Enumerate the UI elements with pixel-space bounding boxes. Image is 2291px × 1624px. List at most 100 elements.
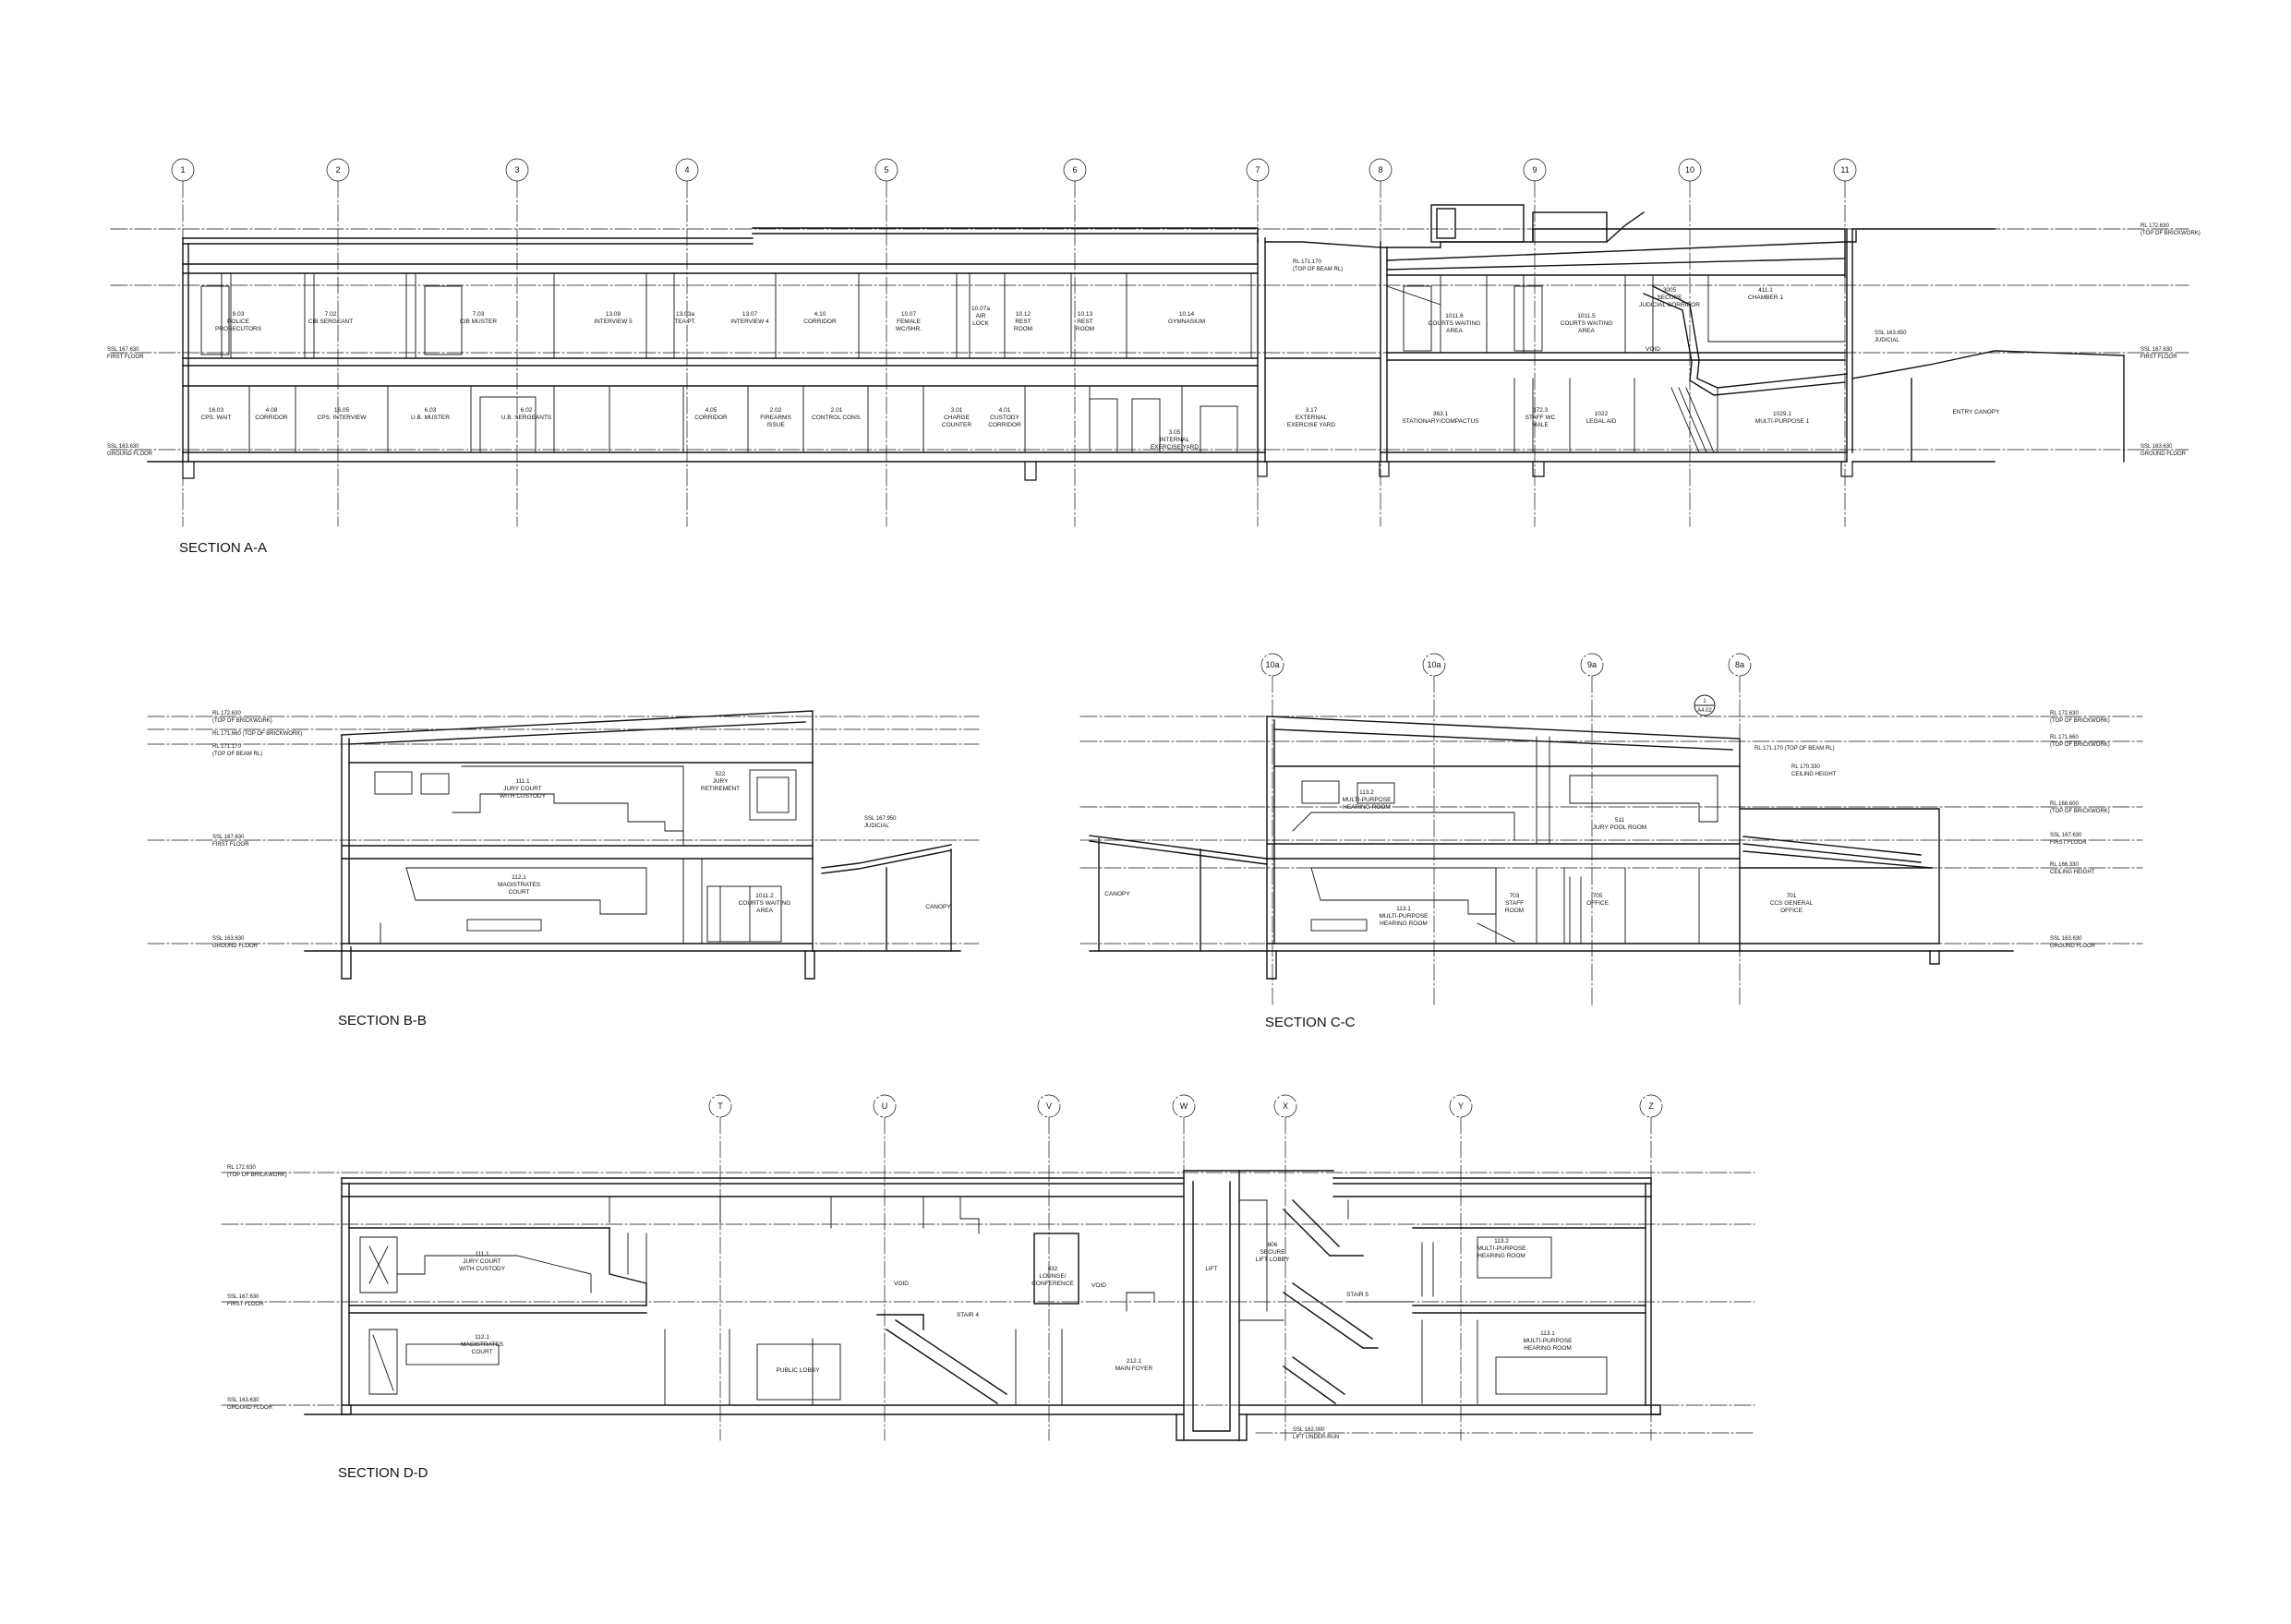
section-title: SECTION B-B [338, 1013, 427, 1029]
level-label: SSL 167.630 [2140, 347, 2173, 353]
room-label: CONTROL CONS. [812, 415, 862, 421]
level-label: RL 168.600 [2050, 801, 2079, 807]
room-label: 16.05 [334, 407, 350, 414]
room-label: 1011.5 [1577, 313, 1596, 319]
level-label: RL 172.630 [2050, 711, 2079, 716]
room-label: AREA [756, 908, 773, 914]
grid-label: 11 [1840, 165, 1849, 174]
grid-label: V [1046, 1101, 1052, 1111]
room-label: FIREARMS [760, 415, 791, 421]
room-label: HEARING ROOM [1477, 1253, 1525, 1259]
grid-label: 5 [884, 165, 888, 174]
room-label: 113.2 [1494, 1238, 1509, 1245]
room-label: 7.03 [473, 311, 485, 318]
detail-marker-sheet: A4.02 [1697, 708, 1712, 714]
level-label: RL 171.660 (TOP OF BRICKWORK) [212, 731, 302, 737]
level-label: GROUND FLOOR [227, 1405, 273, 1411]
room-label: MULTI-PURPOSE [1524, 1338, 1574, 1344]
room-label: 1029.1 [1773, 411, 1791, 417]
room-label: 16.03 [209, 407, 224, 414]
level-label: (TOP OF BRICKWORK) [2050, 742, 2110, 748]
level-label: SSL 167.950 [864, 816, 897, 822]
room-label: STAIR 5 [1346, 1292, 1369, 1298]
room-label: 2.02 [770, 407, 782, 414]
level-label: GROUND FLOOR [2050, 944, 2096, 949]
room-label: MULTI-PURPOSE 1 [1755, 418, 1810, 425]
room-label: 432 [1048, 1266, 1058, 1272]
room-label: 9.03 [233, 311, 245, 318]
level-label: SSL 163.630 [2050, 936, 2082, 942]
room-label: OFFICE [1586, 900, 1609, 907]
room-label: 10.13 [1078, 311, 1093, 318]
grid-label: 1 [180, 165, 185, 174]
room-label: LIFT LOBBY [1256, 1257, 1290, 1263]
level-label: SSL 163.630 [107, 444, 139, 450]
room-label: 372.3 [1533, 407, 1549, 414]
room-label: 7.02 [325, 311, 337, 318]
room-label: CUSTODY [990, 415, 1019, 421]
room-label: 113.1 [1540, 1330, 1555, 1337]
room-label: COURT [509, 889, 530, 896]
room-label: MAIN FOYER [1115, 1365, 1153, 1372]
room-label: MAGISTRATES [461, 1341, 504, 1348]
room-label: CCS GENERAL [1770, 900, 1814, 907]
room-label: MALE [1532, 422, 1549, 428]
room-label: COURTS WAITING [1429, 320, 1481, 327]
level-label: (TOP OF BEAM RL) [212, 752, 262, 757]
room-label: VOID [1646, 346, 1660, 353]
room-label: WC/SHR. [896, 326, 922, 332]
grid-label: 10 [1685, 165, 1694, 174]
level-label: GROUND FLOOR [2140, 451, 2187, 457]
room-label: CANOPY [925, 904, 951, 910]
room-label: 13.09 [606, 311, 621, 318]
room-label: CONFERENCE [1031, 1281, 1074, 1287]
level-label: SSL 167.630 [107, 347, 139, 353]
grid-label: 10a [1265, 660, 1279, 669]
level-label: RL 171.660 [2050, 735, 2079, 740]
room-label: STAFF WC [1525, 415, 1556, 421]
room-label: 6.02 [521, 407, 533, 414]
room-label: 6.03 [425, 407, 437, 414]
room-label: CORRIDOR [694, 415, 728, 421]
room-label: 111.1 [475, 1251, 489, 1257]
level-label: RL 172.630 [227, 1165, 256, 1171]
room-label: 113.2 [1359, 789, 1374, 796]
level-label: SSL 162.000 [1293, 1427, 1325, 1433]
room-label: CIB SERGEANT [308, 319, 353, 325]
level-label: (TOP OF BRICKWORK) [2050, 718, 2110, 724]
grid-label: 4 [684, 165, 689, 174]
room-label: EXERCISE YARD [1151, 444, 1199, 451]
level-label: SSL 167.630 [227, 1294, 259, 1300]
room-label: 111.1 [515, 778, 530, 785]
room-label: CORRIDOR [255, 415, 288, 421]
grid-label: 2 [335, 165, 340, 174]
grid-label: 9 [1532, 165, 1537, 174]
room-label: 701 [1787, 893, 1797, 899]
level-label: CEILING HEIGHT [1791, 772, 1837, 777]
section-b-b: RL 172.630 (TOP OF BRICKWORK) RL 171.660… [147, 710, 980, 1029]
room-label: WITH CUSTODY [500, 793, 547, 800]
room-label: CANOPY [1104, 891, 1130, 897]
room-label: 705 [1593, 893, 1603, 899]
room-label: U.B. SERGEANTS [501, 415, 552, 421]
room-label: CORRIDOR [988, 422, 1021, 428]
room-label: 3.17 [1306, 407, 1318, 414]
level-label: SSL 167.630 [2050, 833, 2082, 838]
grid-label: 8 [1378, 165, 1382, 174]
room-label: CHARGE [944, 415, 970, 421]
room-label: 113.1 [1396, 906, 1411, 912]
room-label: 13.03a [676, 311, 694, 318]
room-label: POLICE [227, 319, 250, 325]
room-label: 10.07a [971, 306, 990, 312]
room-label: 4.08 [266, 407, 278, 414]
grid-label: U [882, 1101, 888, 1111]
room-label: ENTRY CANOPY [1952, 409, 2000, 415]
section-title: SECTION A-A [179, 540, 267, 556]
grid-label: T [717, 1101, 723, 1111]
room-label: LIFT [1205, 1266, 1217, 1272]
room-label: 511 [1615, 817, 1625, 824]
level-label: RL 170.330 [1791, 764, 1820, 770]
section-c-c: 10a 10a 9a 8a 1 A4.02 [1079, 653, 2143, 1030]
grid-label: 10a [1427, 660, 1441, 669]
